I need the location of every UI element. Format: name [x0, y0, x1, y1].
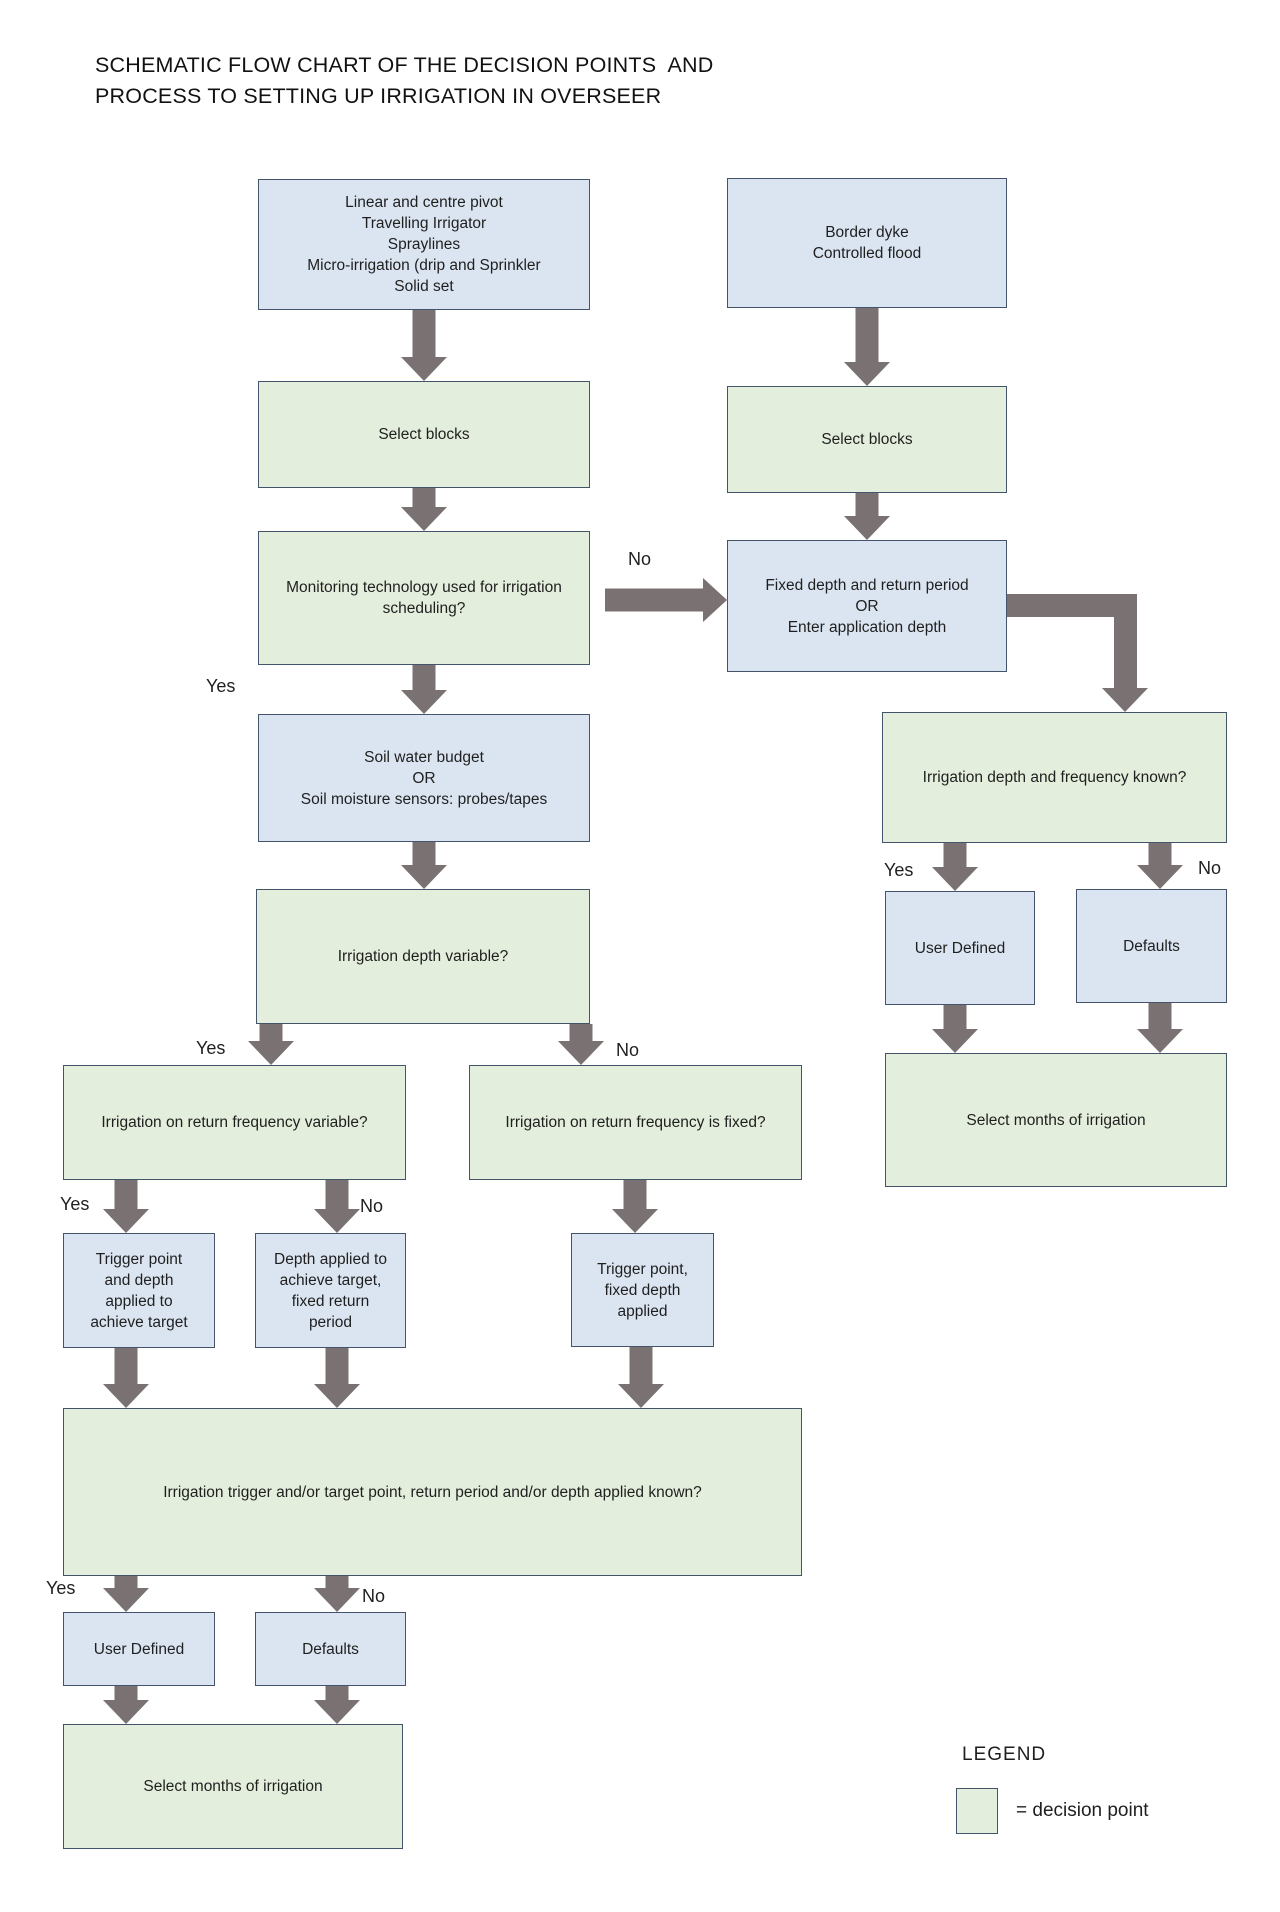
node-select-blocks-right: Select blocks: [727, 386, 1007, 493]
label-depthvariable-yes: Yes: [196, 1038, 226, 1058]
diagram-title: SCHEMATIC FLOW CHART OF THE DECISION POI…: [95, 50, 713, 112]
arrow-monitoring-no-right: [605, 578, 727, 622]
legend-decision-swatch: [956, 1788, 998, 1834]
node-border-dyke: Border dyke Controlled flood: [727, 178, 1007, 308]
arrow-elbow-horizontal: [1007, 594, 1137, 617]
arrow-depthvariable-yes: [248, 1024, 294, 1065]
node-soil-water-budget: Soil water budget OR Soil moisture senso…: [258, 714, 590, 842]
label-monitoring-no: No: [628, 549, 652, 569]
label-depthfreq-yes: Yes: [884, 860, 914, 880]
label-known-no: No: [362, 1586, 386, 1606]
arrow-defaultsright-to-months: [1137, 1003, 1183, 1053]
label-monitoring-yes: Yes: [206, 676, 236, 696]
node-user-defined-left: User Defined: [63, 1612, 215, 1686]
arrow-triggerfixed-to-known: [618, 1347, 664, 1408]
node-select-months-left: Select months of irrigation: [63, 1724, 403, 1849]
arrow-userdefinedright-to-months: [932, 1005, 978, 1053]
arrow-borderdyke-to-select-blocks: [844, 308, 890, 386]
node-fixed-depth-return: Fixed depth and return period OR Enter a…: [727, 540, 1007, 672]
label-depthvariable-no: No: [616, 1040, 640, 1060]
node-trigger-target-known: Irrigation trigger and/or target point, …: [63, 1408, 802, 1576]
label-depthfreq-no: No: [1198, 858, 1222, 878]
arrow-elbow-head: [1102, 688, 1148, 712]
arrow-monitoring-yes-to-soilwater: [401, 665, 447, 714]
node-depth-applied-fixed-return: Depth applied to achieve target, fixed r…: [255, 1233, 406, 1348]
node-depth-frequency-known: Irrigation depth and frequency known?: [882, 712, 1227, 843]
node-trigger-point-depth-target: Trigger point and depth applied to achie…: [63, 1233, 215, 1348]
arrow-triggerpoint-to-known: [103, 1348, 149, 1408]
arrow-depthvariable-no: [558, 1024, 604, 1065]
node-return-frequency-variable: Irrigation on return frequency variable?: [63, 1065, 406, 1180]
arrow-depthfreq-no: [1137, 843, 1183, 889]
node-defaults-right: Defaults: [1076, 889, 1227, 1003]
arrow-depthfreq-yes: [932, 843, 978, 891]
diagram-title-line1: SCHEMATIC FLOW CHART OF THE DECISION POI…: [95, 53, 714, 77]
node-select-blocks-left: Select blocks: [258, 381, 590, 488]
node-select-months-right: Select months of irrigation: [885, 1053, 1227, 1187]
node-irrigation-methods: Linear and centre pivot Travelling Irrig…: [258, 179, 590, 310]
arrow-freqfixed-down: [612, 1180, 658, 1233]
arrow-elbow-vertical: [1114, 594, 1137, 688]
arrow-freqvariable-no: [314, 1180, 360, 1233]
arrow-defaults-to-months: [314, 1686, 360, 1724]
label-freqvariable-no: No: [360, 1196, 384, 1216]
node-monitoring-technology: Monitoring technology used for irrigatio…: [258, 531, 590, 665]
arrow-depthapplied-to-known: [314, 1348, 360, 1408]
diagram-title-line2: PROCESS TO SETTING UP IRRIGATION IN OVER…: [95, 84, 662, 108]
legend-title: LEGEND: [962, 1744, 1047, 1765]
legend-decision-label: = decision point: [1016, 1800, 1149, 1821]
arrow-known-no: [314, 1576, 360, 1612]
label-known-yes: Yes: [46, 1578, 76, 1598]
node-defaults-left: Defaults: [255, 1612, 406, 1686]
arrow-soilwater-to-depthvariable: [401, 842, 447, 889]
arrow-methods-to-select-blocks: [401, 310, 447, 381]
label-freqvariable-yes: Yes: [60, 1194, 90, 1214]
node-user-defined-right: User Defined: [885, 891, 1035, 1005]
node-irrigation-depth-variable: Irrigation depth variable?: [256, 889, 590, 1024]
arrow-userdefined-to-months: [103, 1686, 149, 1724]
arrow-freqvariable-yes: [103, 1180, 149, 1233]
arrow-selectblocks-to-monitoring: [401, 488, 447, 531]
arrow-selectblocks-to-fixeddepth: [844, 493, 890, 540]
arrow-known-yes: [103, 1576, 149, 1612]
node-return-frequency-fixed: Irrigation on return frequency is fixed?: [469, 1065, 802, 1180]
node-trigger-point-fixed-depth: Trigger point, fixed depth applied: [571, 1233, 714, 1347]
